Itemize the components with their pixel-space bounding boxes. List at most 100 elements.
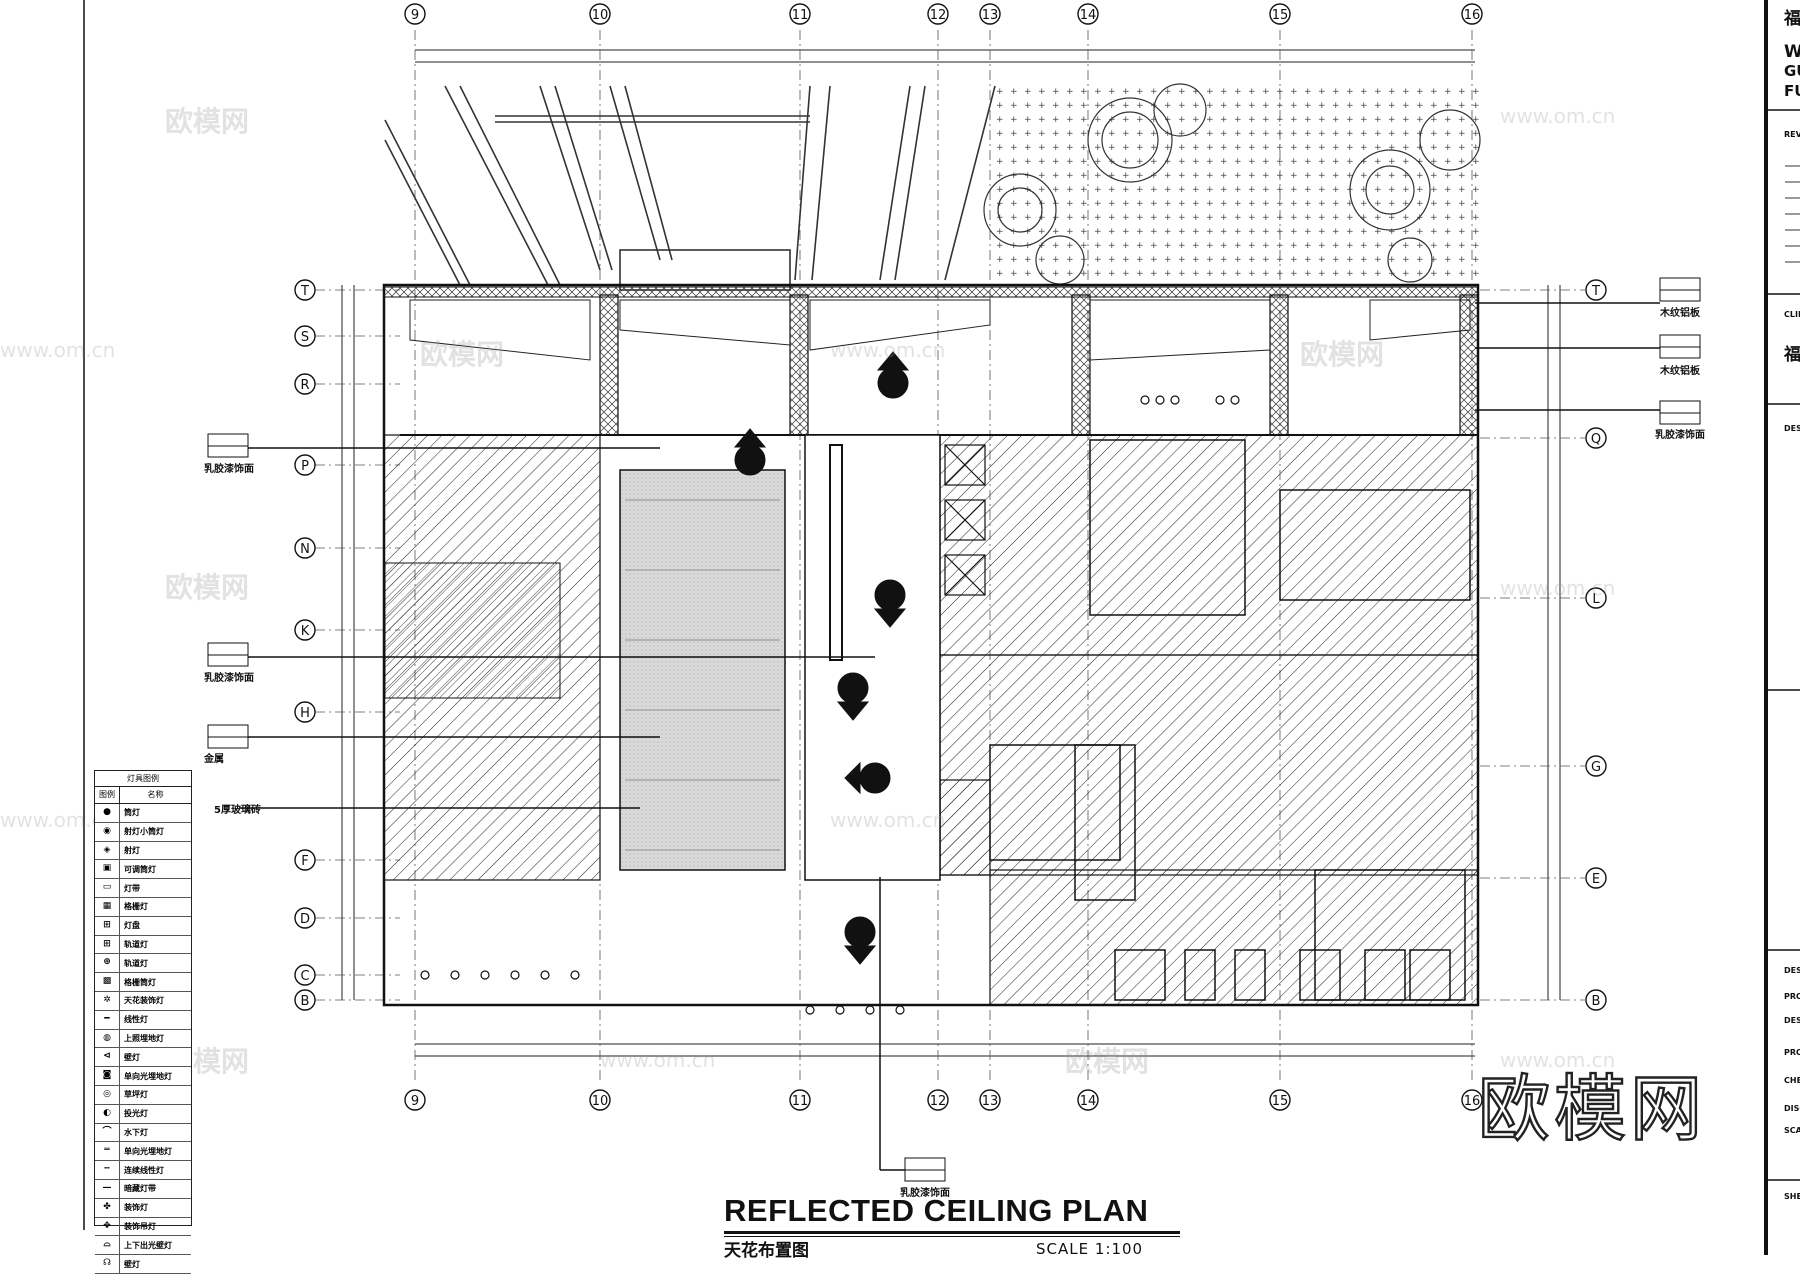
- ceiling-note-bottom: 乳胶漆饰面: [900, 1188, 950, 1199]
- grid-row-bubble: C: [294, 964, 316, 986]
- legend-item: ◙单向光埋地灯: [95, 1067, 191, 1086]
- watermark-url: www.om.cn: [1500, 104, 1616, 128]
- legend-item: ✲天花装饰灯: [95, 991, 191, 1011]
- title-block-field: SCA: [1784, 1126, 1800, 1135]
- grid-column-bubble: 15: [1269, 3, 1291, 25]
- grid-row-bubble: F: [294, 849, 316, 871]
- tree-symbols: [983, 83, 1481, 285]
- legend-symbol-icon: ▩: [95, 973, 120, 991]
- legend-item: ━ 线性灯: [95, 1010, 191, 1030]
- legend-item: ◎ 草坪灯: [95, 1085, 191, 1105]
- legend-item: ▭ 灯带: [95, 879, 191, 898]
- legend-label: 射灯小筒灯: [124, 827, 164, 837]
- grid-row-bubble: K: [294, 619, 316, 641]
- legend-label: 装饰灯: [124, 1203, 148, 1213]
- legend-label: 上照埋地灯: [124, 1033, 164, 1043]
- grid-row-bubble: B: [294, 989, 316, 1011]
- legend-col-name: 名称: [147, 790, 164, 799]
- grid-row-label: N: [300, 542, 310, 557]
- legend-col-symbol: 图例: [95, 787, 120, 803]
- grid-column-label: 15: [1272, 8, 1289, 23]
- legend-symbol-icon: ═: [95, 1142, 120, 1161]
- grid-row-bubble: T: [1585, 279, 1607, 301]
- grid-row-label: L: [1592, 592, 1600, 607]
- legend-symbol-icon: ◐: [95, 1104, 120, 1123]
- legend-label: 草坪灯: [124, 1090, 148, 1100]
- grid-row-label: R: [300, 378, 309, 393]
- landscape-planting-area: [990, 86, 1485, 276]
- legend-label: 灯带: [124, 883, 140, 893]
- title-block-rev-lines: [1785, 165, 1800, 263]
- legend-label: 壁灯: [124, 1259, 140, 1269]
- legend-label: 线性灯: [124, 1015, 148, 1025]
- ceiling-note-left: 5厚玻璃砖: [214, 805, 261, 816]
- grid-column-bubble: 9: [404, 3, 426, 25]
- title-block-field: W: [1784, 42, 1800, 62]
- grid-row-bubble: L: [1585, 587, 1607, 609]
- watermark-logo: 欧模网: [1300, 338, 1385, 371]
- grid-column-bubble: 14: [1077, 3, 1099, 25]
- lift-shafts: [944, 444, 986, 596]
- grid-column-label: 13: [982, 1094, 999, 1109]
- note-tags: [207, 277, 1701, 1182]
- title-block-field: CLIE: [1784, 310, 1800, 319]
- legend-symbol-icon: —: [95, 1179, 120, 1198]
- legend-symbol-icon: ━: [95, 1010, 120, 1029]
- watermark-url: www.om.cn: [0, 338, 116, 362]
- legend-header: 灯具图例: [95, 771, 191, 787]
- legend-item: ▩格栅筒灯: [95, 973, 191, 992]
- grid-row-label: H: [300, 706, 310, 721]
- legend-symbol-icon: ◍: [95, 1029, 120, 1048]
- legend-symbol-icon: ⌒: [95, 1123, 120, 1142]
- grid-column-label: 16: [1464, 8, 1481, 23]
- title-block-field: CHE: [1784, 1076, 1800, 1085]
- legend-columns: 图例 名称: [95, 787, 191, 804]
- legend-symbol-icon: ✥: [95, 1217, 120, 1236]
- grid-column-label: 12: [930, 8, 947, 23]
- legend-symbol-icon: ⊕: [95, 954, 120, 973]
- legend-symbol-icon: ◎: [95, 1085, 120, 1104]
- facade-beam: [383, 286, 1479, 298]
- legend-label: 暗藏灯带: [124, 1184, 156, 1194]
- watermark-url: www.om.cn: [1500, 1048, 1616, 1072]
- grid-row-bubble: N: [294, 537, 316, 559]
- grid-row-bubble: H: [294, 701, 316, 723]
- grid-column-label: 9: [411, 1094, 419, 1109]
- legend-item: ◍ 上照埋地灯: [95, 1029, 191, 1049]
- grid-row-label: T: [300, 284, 309, 299]
- legend-label: 天花装饰灯: [124, 996, 164, 1006]
- legend-label: 单向光埋地灯: [124, 1071, 172, 1081]
- grid-column-label: 13: [982, 8, 999, 23]
- legend-item: ◐投光灯: [95, 1104, 191, 1124]
- legend-symbol-icon: ▭: [95, 879, 120, 897]
- grid-row-bubble: S: [294, 325, 316, 347]
- watermark-logo: 欧模网: [1065, 1045, 1150, 1078]
- legend-symbol-icon: ◈: [95, 841, 120, 860]
- grid-row-label: K: [301, 624, 310, 639]
- title-block-dividers: [1766, 109, 1800, 1181]
- legend-item: ✥装饰吊灯: [95, 1217, 191, 1237]
- legend-label: 轨道灯: [124, 939, 148, 949]
- grid-column-bubble: 16: [1461, 3, 1483, 25]
- legend-item: ●筒灯: [95, 804, 191, 823]
- legend-item: ▦格栅灯: [95, 897, 191, 917]
- detail-markers: [733, 351, 910, 965]
- grid-row-label: F: [301, 854, 308, 869]
- legend-label: 灯盘: [124, 921, 140, 931]
- grid-row-label: P: [301, 459, 309, 474]
- grid-column-label: 16: [1464, 1094, 1481, 1109]
- watermark-url: www.om.cn: [830, 808, 946, 832]
- grid-column-label: 11: [792, 1094, 809, 1109]
- entrance-road-lines: [384, 85, 996, 291]
- grid-column-bubble: 16: [1461, 1089, 1483, 1111]
- legend-label: 上下出光壁灯: [124, 1240, 172, 1250]
- title-underline: [724, 1236, 1180, 1237]
- grid-column-bubble: 14: [1077, 1089, 1099, 1111]
- legend-label: 连续线性灯: [124, 1165, 164, 1175]
- ceiling-note-left: 金属: [204, 754, 224, 765]
- grid-row-label: S: [301, 330, 309, 345]
